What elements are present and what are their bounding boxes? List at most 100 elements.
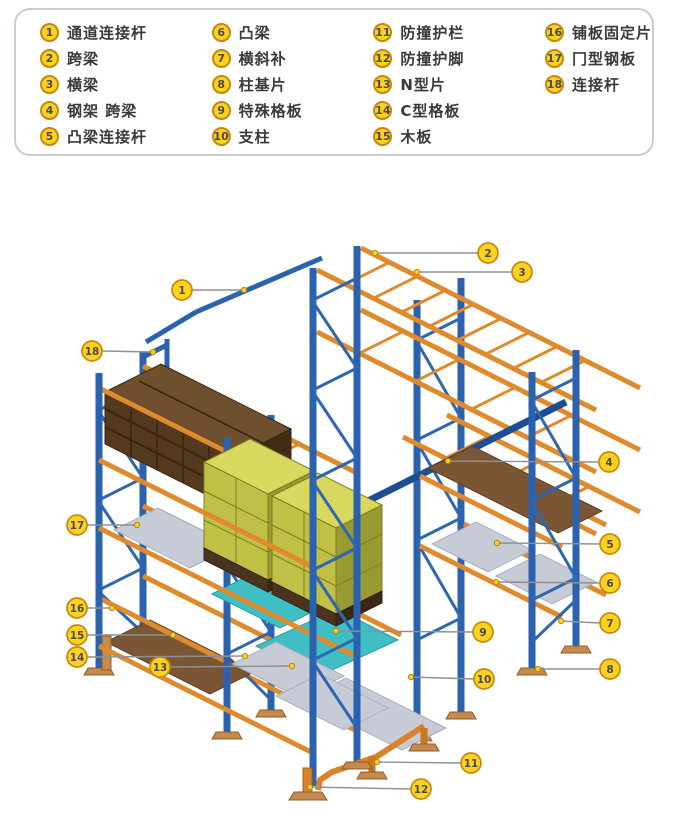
svg-text:13: 13 (153, 662, 168, 674)
callout-2: 2 (371, 242, 499, 264)
legend-item-3: 3 横梁 (40, 75, 212, 94)
legend-item-2: 2 跨梁 (40, 49, 212, 68)
callout-17: 17 (66, 514, 141, 536)
deck-level-1 (315, 245, 642, 413)
left-tower-near-frame (83, 373, 243, 740)
legend-column-2: 6 凸梁 7 横斜补 8 柱基片 9 特殊格板 10 支柱 (211, 23, 374, 154)
legend-item-10: 10 支柱 (211, 127, 374, 146)
svg-text:16: 16 (70, 603, 85, 615)
legend-item-label: 铺板固定片 (571, 24, 652, 42)
svg-text:14: 14 (70, 652, 85, 664)
right-bay-frame (516, 350, 592, 676)
legend-item-15: 15 木板 (373, 127, 545, 146)
legend-number-badge: 1 (40, 23, 59, 42)
legend-item-11: 11 防撞护栏 (373, 23, 545, 42)
callout-13: 13 (149, 656, 296, 678)
legend-item-14: 14 C型格板 (373, 101, 545, 120)
legend-box: 1 通道连接杆 2 跨梁 3 横梁 4 钢架 跨梁 5 凸梁连接杆 6 凸梁 7… (14, 8, 654, 156)
legend-item-4: 4 钢架 跨梁 (40, 101, 212, 120)
legend-number-badge: 6 (211, 23, 231, 42)
legend-number-badge: 17 (544, 49, 564, 68)
legend-number-badge: 18 (544, 75, 564, 94)
legend-number-badge: 11 (373, 23, 393, 42)
legend-item-12: 12 防撞护脚 (373, 49, 545, 68)
svg-text:12: 12 (414, 784, 429, 796)
legend-number-badge: 15 (373, 127, 393, 146)
legend-item-17: 17 冂型钢板 (544, 49, 652, 68)
svg-text:15: 15 (70, 630, 85, 642)
legend-item-label: 木板 (400, 128, 433, 146)
legend-item-label: 横梁 (67, 76, 100, 94)
callout-5: 5 (493, 533, 621, 555)
legend-number-badge: 16 (544, 23, 564, 42)
legend-item-1: 1 通道连接杆 (40, 23, 212, 42)
legend-number-badge: 10 (211, 127, 231, 146)
legend-item-label: C型格板 (400, 102, 461, 120)
legend-item-7: 7 横斜补 (211, 49, 374, 68)
legend-item-label: 横斜补 (238, 50, 287, 68)
legend-item-9: 9 特殊格板 (211, 101, 374, 120)
legend-number-badge: 12 (373, 49, 393, 68)
svg-text:11: 11 (464, 758, 479, 770)
svg-text:9: 9 (479, 627, 486, 639)
legend-item-label: 支柱 (238, 128, 271, 146)
legend-number-badge: 13 (373, 75, 393, 94)
legend-item-label: 特殊格板 (238, 102, 303, 120)
legend-item-label: 防撞护栏 (400, 24, 465, 42)
legend-item-label: 通道连接杆 (67, 24, 148, 42)
connecting-rod (143, 342, 169, 359)
legend-number-badge: 2 (40, 49, 59, 68)
beam (97, 643, 315, 756)
aisle-connector (144, 255, 323, 345)
callout-4: 4 (444, 451, 620, 473)
svg-text:18: 18 (85, 346, 100, 358)
callout-18: 18 (81, 340, 157, 362)
bumper-foot-guard (288, 761, 373, 801)
legend-number-badge: 9 (211, 101, 231, 120)
callout-15: 15 (66, 624, 177, 646)
legend-column-1: 1 通道连接杆 2 跨梁 3 横梁 4 钢架 跨梁 5 凸梁连接杆 (40, 23, 212, 154)
svg-text:3: 3 (518, 267, 525, 279)
svg-text:2: 2 (484, 248, 491, 260)
legend-item-label: N型片 (400, 76, 446, 94)
svg-text:5: 5 (606, 539, 613, 551)
callout-12: 12 (306, 778, 432, 800)
right-bay-wood-board (426, 445, 604, 534)
legend-item-13: 13 N型片 (373, 75, 545, 94)
legend-number-badge: 5 (40, 127, 59, 146)
legend-item-8: 8 柱基片 (211, 75, 374, 94)
grid-panel (430, 521, 534, 573)
callout-8: 8 (534, 658, 621, 680)
callout-9: 9 (332, 621, 494, 643)
grid-panel (494, 553, 598, 605)
legend-item-label: 凸梁连接杆 (67, 128, 148, 146)
callout-16: 16 (66, 597, 116, 619)
svg-text:7: 7 (606, 618, 613, 630)
bumper-guard-rail (315, 723, 440, 791)
legend-item-6: 6 凸梁 (211, 23, 374, 42)
legend-item-label: 冂型钢板 (571, 50, 636, 68)
legend-item-label: 跨梁 (67, 50, 100, 68)
beam (97, 595, 229, 665)
legend-number-badge: 8 (211, 75, 231, 94)
legend-item-label: 连接杆 (571, 76, 620, 94)
legend-item-18: 18 连接杆 (544, 75, 652, 94)
callout-1: 1 (171, 279, 248, 301)
svg-text:8: 8 (606, 664, 613, 676)
legend-item-label: 防撞护脚 (400, 50, 465, 68)
legend-column-3: 11 防撞护栏 12 防撞护脚 13 N型片 14 C型格板 15 木板 (373, 23, 545, 154)
legend-item-16: 16 铺板固定片 (544, 23, 652, 42)
legend-number-badge: 4 (40, 101, 59, 120)
callout-7: 7 (557, 612, 621, 634)
legend-item-label: 柱基片 (238, 76, 287, 94)
callout-3: 3 (413, 261, 533, 283)
beam (97, 457, 315, 570)
portal-near-frame (309, 246, 361, 786)
callout-10: 10 (407, 668, 495, 690)
legend-number-badge: 7 (211, 49, 231, 68)
deck-level-2 (315, 307, 642, 475)
callout-6: 6 (492, 572, 621, 594)
legend-number-badge: 3 (40, 75, 59, 94)
